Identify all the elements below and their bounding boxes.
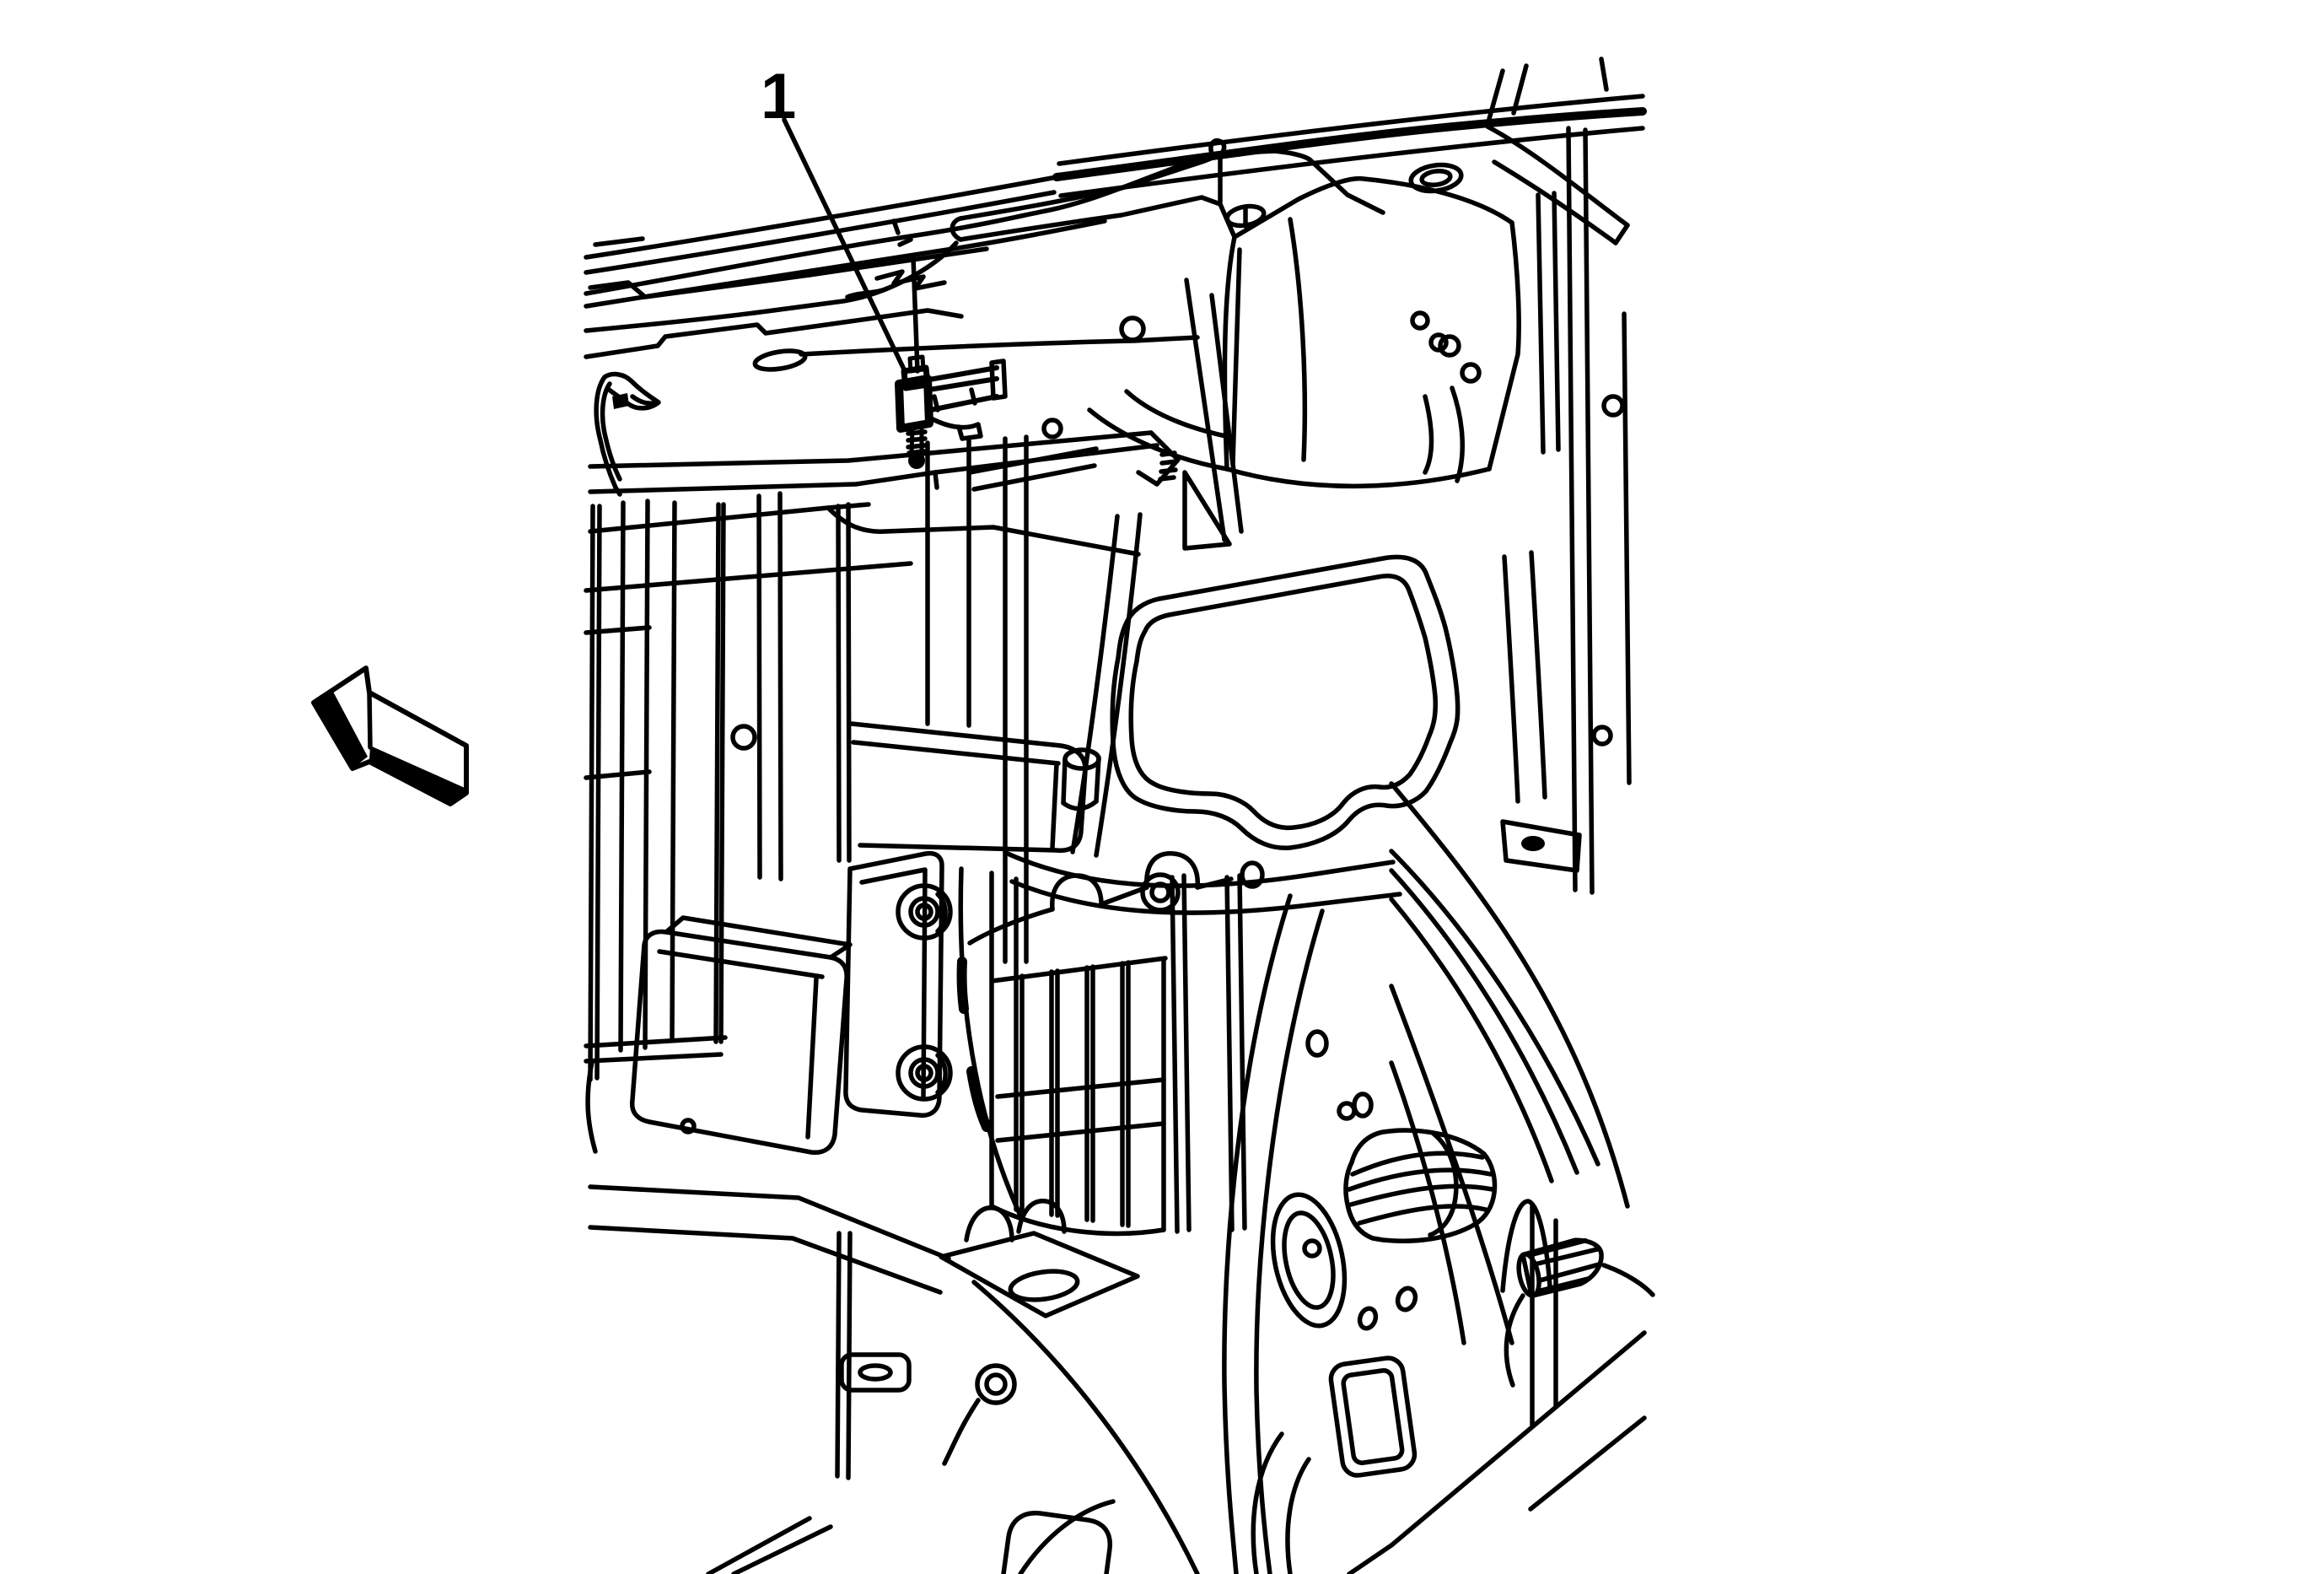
svg-text:1: 1 xyxy=(761,61,796,132)
